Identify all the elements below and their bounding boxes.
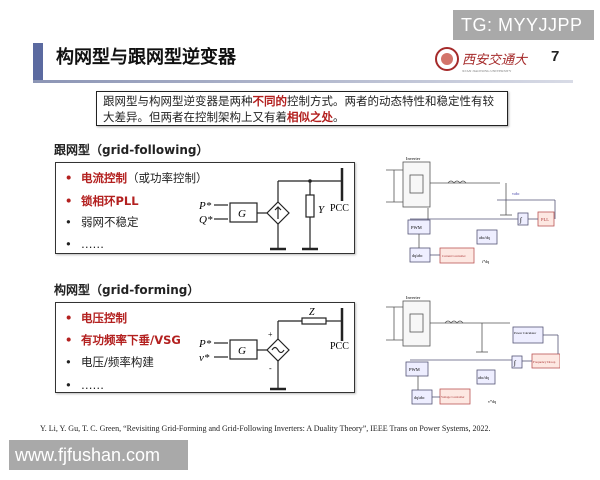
inverter-label: Inverter [406, 295, 421, 300]
reference-label: v*dq [488, 399, 496, 404]
input-label-p: P* [198, 200, 212, 212]
grid-forming-box: •电压控制 •有功频率下垂/VSG •电压/频率构建 •…… P* v* G Z… [55, 302, 355, 393]
bullet-text: 电压/频率构建 [81, 355, 154, 369]
grid-following-box: •电流控制（或功率控制） •锁相环PLL •弱网不稳定 •…… P* Q* G … [55, 162, 355, 254]
reference-label: i*dq [482, 259, 489, 264]
bullet-item: •电压控制 [65, 311, 127, 325]
bus-label-pcc: PCC [330, 203, 349, 214]
bullet-item: •…… [65, 237, 104, 251]
plus-label: + [268, 330, 273, 339]
input-label-v: v* [199, 352, 210, 364]
intro-text: 控制方式。两者的动态特性和稳定性有较大差异。但两者在控制架构上又有着 [103, 94, 494, 124]
block-label-g: G [238, 208, 246, 220]
grid-forming-circuit: P* v* G Z + - PCC [198, 307, 349, 391]
bullet-item: •有功频率下垂/VSG [65, 333, 181, 347]
logo-subtext: XI'AN JIAOTONG UNIVERSITY [462, 69, 512, 73]
watermark-bottom: www.fjfushan.com [9, 440, 188, 470]
intro-highlight: 不同的 [252, 94, 288, 108]
transform-label: dq/abc [414, 395, 425, 400]
bullet-item: •电流控制（或功率控制） [65, 171, 208, 185]
grid-forming-schematic: Inverter PWM ∫ Power Calculator Frequenc… [386, 295, 560, 405]
minus-label: - [269, 364, 272, 373]
reference-citation: Y. Li, Y. Gu, T. C. Green, “Revisiting G… [40, 424, 491, 433]
bullet-text: …… [81, 237, 104, 251]
inverter-label: Inverter [406, 156, 421, 161]
load-label-y: Y [318, 204, 326, 216]
bullet-text: …… [81, 378, 104, 392]
integrator-label: ∫ [513, 359, 517, 367]
impedance-label-z: Z [309, 307, 315, 318]
intro-text: 。 [333, 110, 345, 124]
power-calculator-label: Power Calculator [514, 331, 537, 335]
grid-following-schematic: Inverter PWM ∫ PLL Current Controller ab… [386, 156, 556, 264]
bullet-note: （或功率控制） [127, 171, 208, 185]
integrator-label: ∫ [519, 216, 523, 224]
logo-text: 西安交通大学 [462, 52, 528, 67]
bullet-item: •…… [65, 378, 104, 392]
pll-label: PLL [541, 217, 549, 222]
bullet-item: •弱网不稳定 [65, 215, 139, 229]
transform-label: abc/dq [478, 375, 489, 380]
grid-following-circuit: P* Q* G Y PCC [198, 168, 349, 251]
intro-highlight: 相似之处 [287, 110, 333, 124]
transform-label: abc/dq [479, 235, 490, 240]
intro-box: 跟网型与构网型逆变器是两种不同的控制方式。两者的动态特性和稳定性有较大差异。但两… [96, 91, 508, 126]
bullet-item: •锁相环PLL [65, 194, 139, 208]
frequency-droop-label: Frequency Droop [533, 360, 556, 364]
university-logo: 西安交通大学 XI'AN JIAOTONG UNIVERSITY [435, 47, 528, 73]
section-heading-grid-following: 跟网型（grid-following） [54, 143, 209, 157]
input-label-p: P* [198, 338, 212, 350]
pwm-label: PWM [409, 367, 420, 372]
measurement-label: vabc [512, 191, 520, 196]
transform-label: dq/abc [412, 253, 423, 258]
controller-label: Current Controller [442, 254, 467, 258]
intro-text: 跟网型与构网型逆变器是两种 [103, 94, 253, 108]
section-heading-grid-forming: 构网型（grid-forming） [54, 283, 200, 297]
input-label-q: Q* [199, 214, 213, 226]
slide-title: 构网型与跟网型逆变器 [56, 47, 236, 68]
bullet-text: 弱网不稳定 [81, 215, 139, 229]
bullet-text: 电流控制 [81, 171, 127, 185]
pwm-label: PWM [411, 225, 422, 230]
title-accent-bar [33, 43, 43, 81]
watermark-top: TG: MYYJJPP [453, 10, 594, 40]
controller-label: Voltage Controller [441, 395, 466, 399]
page-number: 7 [551, 48, 560, 65]
bullet-text: 电压控制 [81, 311, 127, 325]
bus-label-pcc: PCC [330, 341, 349, 352]
bullet-item: •电压/频率构建 [65, 355, 154, 369]
bullet-text: 有功频率下垂/VSG [81, 333, 181, 347]
bullet-text: 锁相环PLL [81, 194, 139, 208]
title-divider [33, 80, 573, 83]
block-label-g: G [238, 345, 246, 357]
